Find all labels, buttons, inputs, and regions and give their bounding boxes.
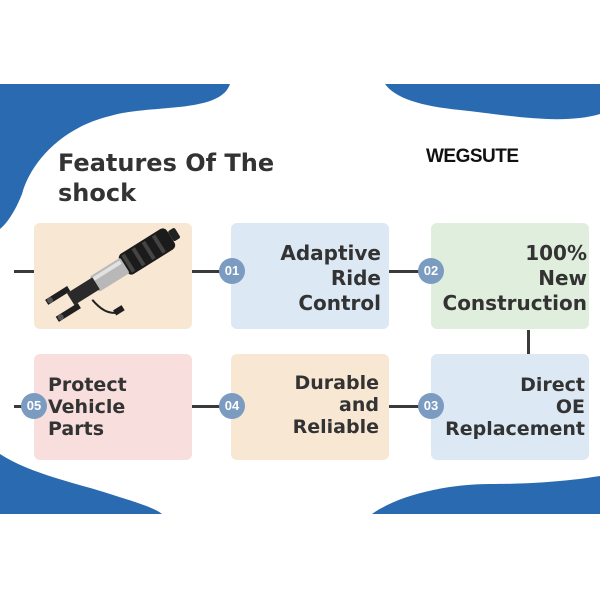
air-shock-absorber-icon bbox=[45, 228, 180, 322]
connector-01-02 bbox=[389, 270, 431, 273]
connector-image-01 bbox=[192, 270, 232, 273]
wave-bottom-left bbox=[0, 454, 162, 514]
wave-top-left bbox=[0, 84, 230, 229]
badge-05: 05 bbox=[21, 393, 47, 419]
feature-card-05: Protect Vehicle Parts bbox=[34, 354, 192, 460]
connector-04-05 bbox=[192, 405, 232, 408]
wave-background bbox=[0, 84, 600, 514]
badge-02: 02 bbox=[418, 258, 444, 284]
wave-bottom-right bbox=[372, 476, 600, 514]
badge-03: 03 bbox=[418, 393, 444, 419]
wave-top-right bbox=[385, 84, 600, 120]
feature-card-04: Durable and Reliable bbox=[231, 354, 389, 460]
feature-banner: Features Of The shock WEGSUTE bbox=[0, 84, 600, 514]
product-image-card bbox=[34, 223, 192, 329]
feature-label-05: Protect Vehicle Parts bbox=[48, 374, 127, 440]
feature-card-01: Adaptive Ride Control bbox=[231, 223, 389, 329]
badge-01: 01 bbox=[219, 258, 245, 284]
brand-name: WEGSUTE bbox=[426, 146, 519, 167]
feature-label-03: Direct OE Replacement bbox=[445, 374, 585, 440]
feature-label-04: Durable and Reliable bbox=[292, 372, 379, 438]
feature-label-02: 100% New Construction bbox=[442, 241, 587, 315]
feature-label-01: Adaptive Ride Control bbox=[280, 241, 381, 315]
connector-left-top bbox=[14, 270, 34, 273]
badge-04: 04 bbox=[219, 393, 245, 419]
connector-02-03 bbox=[527, 330, 530, 354]
page-title: Features Of The shock bbox=[58, 149, 275, 207]
feature-card-03: Direct OE Replacement bbox=[431, 354, 589, 460]
feature-card-02: 100% New Construction bbox=[431, 223, 589, 329]
connector-03-04 bbox=[389, 405, 431, 408]
